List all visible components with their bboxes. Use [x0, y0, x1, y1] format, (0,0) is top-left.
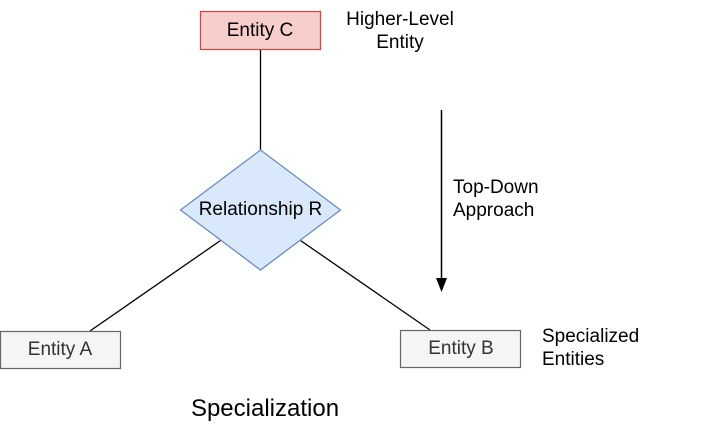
top-down-approach-annotation: Top-Down Approach — [453, 177, 539, 221]
relationship-diamond-shape — [179, 149, 342, 271]
specialized-entities-annotation: Specialized Entities — [542, 326, 640, 370]
top-down-arrowhead-icon — [436, 278, 447, 292]
connector-relationship-to-entityB — [300, 239, 431, 331]
entity-c-shape — [199, 10, 322, 51]
entity-a-shape — [0, 330, 122, 370]
higher-level-entity-annotation: Higher-Level Entity — [346, 9, 454, 53]
diagram-title: Specialization — [190, 395, 340, 422]
entity-b-shape — [399, 329, 522, 369]
connector-relationship-to-entityA — [89, 239, 221, 332]
